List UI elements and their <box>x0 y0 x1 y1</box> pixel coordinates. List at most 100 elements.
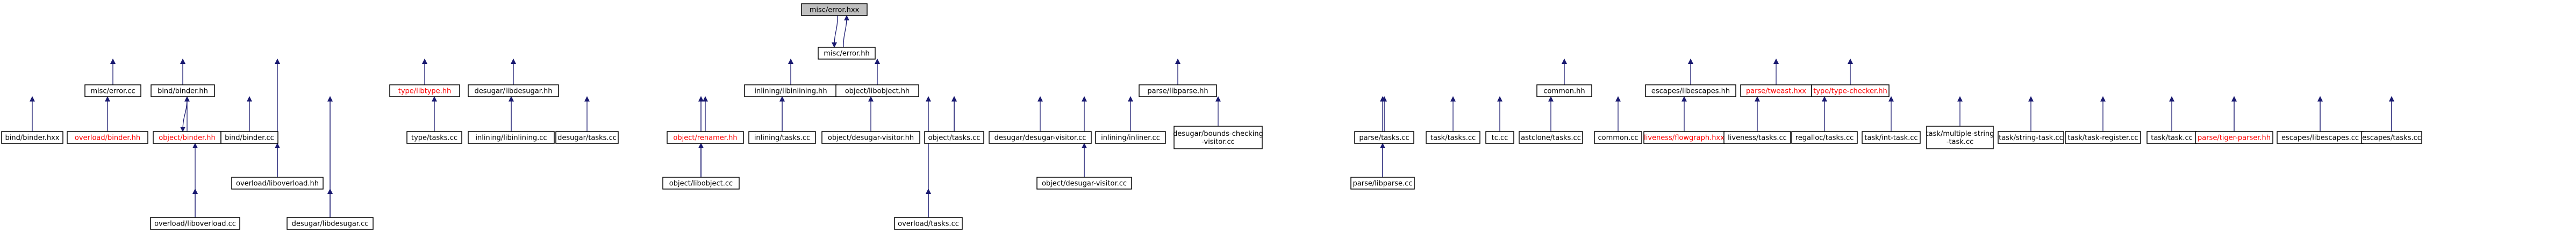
include-edge <box>832 15 838 48</box>
file-node-label: inlining/libinlining.hh <box>754 88 827 96</box>
file-node[interactable]: desugar/tasks.cc <box>555 131 619 144</box>
include-edge <box>843 15 849 48</box>
file-node[interactable]: misc/error.hh <box>818 47 876 60</box>
file-node[interactable]: escapes/tasks.cc <box>2361 131 2422 144</box>
file-node-box <box>151 84 215 97</box>
file-node-label: liveness/flowgraph.hxx <box>1644 134 1725 142</box>
file-node[interactable]: object/desugar-visitor.hh <box>821 131 920 144</box>
file-node: misc/error.hxx <box>801 3 868 16</box>
file-node-box <box>1811 84 1890 97</box>
file-node[interactable]: inlining/inliner.cc <box>1095 131 1166 144</box>
file-node-label: object/libobject.cc <box>669 180 733 188</box>
file-node[interactable]: regalloc/tasks.cc <box>1791 131 1858 144</box>
file-node-label: bind/binder.hh <box>158 88 208 96</box>
file-node[interactable]: bind/binder.cc <box>220 131 278 144</box>
file-node-box <box>835 84 919 97</box>
file-node-label: bind/binder.hxx <box>5 134 60 142</box>
file-node[interactable]: object/libobject.cc <box>662 177 740 190</box>
file-node-box <box>801 3 868 16</box>
file-node-label: misc/error.hxx <box>810 6 860 15</box>
file-node-label: desugar/desugar-visitor.cc <box>994 134 1086 142</box>
file-node[interactable]: bind/binder.hh <box>151 84 215 97</box>
file-node-box <box>1862 131 1921 144</box>
file-node-box <box>1723 131 1791 144</box>
file-node[interactable]: parse/tweast.hxx <box>1740 84 1812 97</box>
file-node[interactable]: liveness/tasks.cc <box>1723 131 1791 144</box>
file-node[interactable]: desugar/libdesugar.cc <box>287 217 374 230</box>
file-node-box <box>84 84 141 97</box>
file-node[interactable]: object/binder.hh <box>153 131 221 144</box>
file-node[interactable]: task/multiple-string-task.cc <box>1926 126 1994 149</box>
file-node-box <box>2361 131 2422 144</box>
file-node[interactable]: bind/binder.hxx <box>1 131 63 144</box>
file-node-box <box>1645 84 1736 97</box>
file-node[interactable]: parse/libparse.hh <box>1139 84 1217 97</box>
file-node[interactable]: overload/liboverload.cc <box>150 217 240 230</box>
file-node-label: object/renamer.hh <box>673 134 737 142</box>
file-node[interactable]: type/type-checker.hh <box>1811 84 1890 97</box>
file-node[interactable]: misc/error.cc <box>84 84 141 97</box>
file-node-box <box>1926 126 1994 149</box>
file-node[interactable]: object/desugar-visitor.cc <box>1036 177 1132 190</box>
file-node[interactable]: type/tasks.cc <box>406 131 462 144</box>
file-node[interactable]: astclone/tasks.cc <box>1519 131 1583 144</box>
file-node[interactable]: inlining/libinlining.cc <box>468 131 555 144</box>
file-node-label: inlining/libinlining.cc <box>475 134 547 142</box>
file-node[interactable]: task/int-task.cc <box>1862 131 1921 144</box>
file-node-box <box>468 131 555 144</box>
file-node-label: desugar/tasks.cc <box>557 134 617 142</box>
file-node-label: misc/error.cc <box>90 88 135 96</box>
file-node[interactable]: overload/tasks.cc <box>894 217 963 230</box>
file-node-box <box>1519 131 1583 144</box>
file-node-label: common.cc <box>1598 134 1638 142</box>
file-node-label: object/desugar-visitor.hh <box>828 134 914 142</box>
file-node-label: inlining/inliner.cc <box>1101 134 1160 142</box>
file-node[interactable]: object/libobject.hh <box>835 84 919 97</box>
file-node[interactable]: common.cc <box>1594 131 1642 144</box>
file-node-box <box>662 177 740 190</box>
file-node[interactable]: inlining/libinlining.hh <box>744 84 838 97</box>
file-node[interactable]: desugar/bounds-checking-visitor.cc <box>1173 126 1263 149</box>
file-node-label: parse/tiger-parser.hh <box>2198 134 2271 142</box>
file-node[interactable]: task/tasks.cc <box>1426 131 1480 144</box>
file-node-box <box>1354 131 1414 144</box>
node-layer: misc/error.hxx misc/error.hh misc/error.cc… <box>1 3 2422 230</box>
file-node-box <box>1139 84 1217 97</box>
file-node-label: task/task.cc <box>2151 134 2193 142</box>
file-node[interactable]: overload/binder.hh <box>67 131 148 144</box>
file-node-box <box>1036 177 1132 190</box>
file-node[interactable]: inlining/tasks.cc <box>748 131 816 144</box>
file-node[interactable]: common.hh <box>1536 84 1592 97</box>
file-node-label: desugar/libdesugar.cc <box>292 220 369 228</box>
file-node[interactable]: parse/libparse.cc <box>1350 177 1415 190</box>
file-node[interactable]: task/string-task.cc <box>1998 131 2064 144</box>
file-node[interactable]: parse/tiger-parser.hh <box>2195 131 2273 144</box>
file-node[interactable]: task/task.cc <box>2146 131 2197 144</box>
edge-layer <box>30 15 2394 218</box>
file-node-box <box>894 217 963 230</box>
file-node-label: misc/error.hh <box>824 50 869 58</box>
file-node[interactable]: object/renamer.hh <box>667 131 744 144</box>
file-node-box <box>1594 131 1642 144</box>
file-node-label: bind/binder.cc <box>225 134 274 142</box>
file-node[interactable]: object/tasks.cc <box>924 131 984 144</box>
file-node[interactable]: parse/tasks.cc <box>1354 131 1414 144</box>
file-node[interactable]: type/libtype.hh <box>389 84 460 97</box>
file-node[interactable]: escapes/libescapes.hh <box>1645 84 1736 97</box>
file-node-label: object/libobject.hh <box>845 88 910 96</box>
file-node[interactable]: task/task-register.cc <box>2065 131 2141 144</box>
file-node[interactable]: desugar/desugar-visitor.cc <box>989 131 1092 144</box>
file-node[interactable]: escapes/libescapes.cc <box>2277 131 2364 144</box>
file-node[interactable]: overload/liboverload.hh <box>231 177 324 190</box>
file-node-box <box>1485 131 1514 144</box>
file-node[interactable]: tc.cc <box>1485 131 1514 144</box>
file-node-label: overload/liboverload.hh <box>236 180 319 188</box>
file-node[interactable]: desugar/libdesugar.hh <box>468 84 559 97</box>
file-node-label: escapes/libescapes.hh <box>1651 88 1730 96</box>
file-node-box <box>2065 131 2141 144</box>
file-node-label: tc.cc <box>1492 134 1508 142</box>
file-node-label: desugar/bounds-checking-visitor.cc <box>1173 130 1263 146</box>
file-node[interactable]: liveness/flowgraph.hxx <box>1643 131 1725 144</box>
file-node-box <box>989 131 1092 144</box>
